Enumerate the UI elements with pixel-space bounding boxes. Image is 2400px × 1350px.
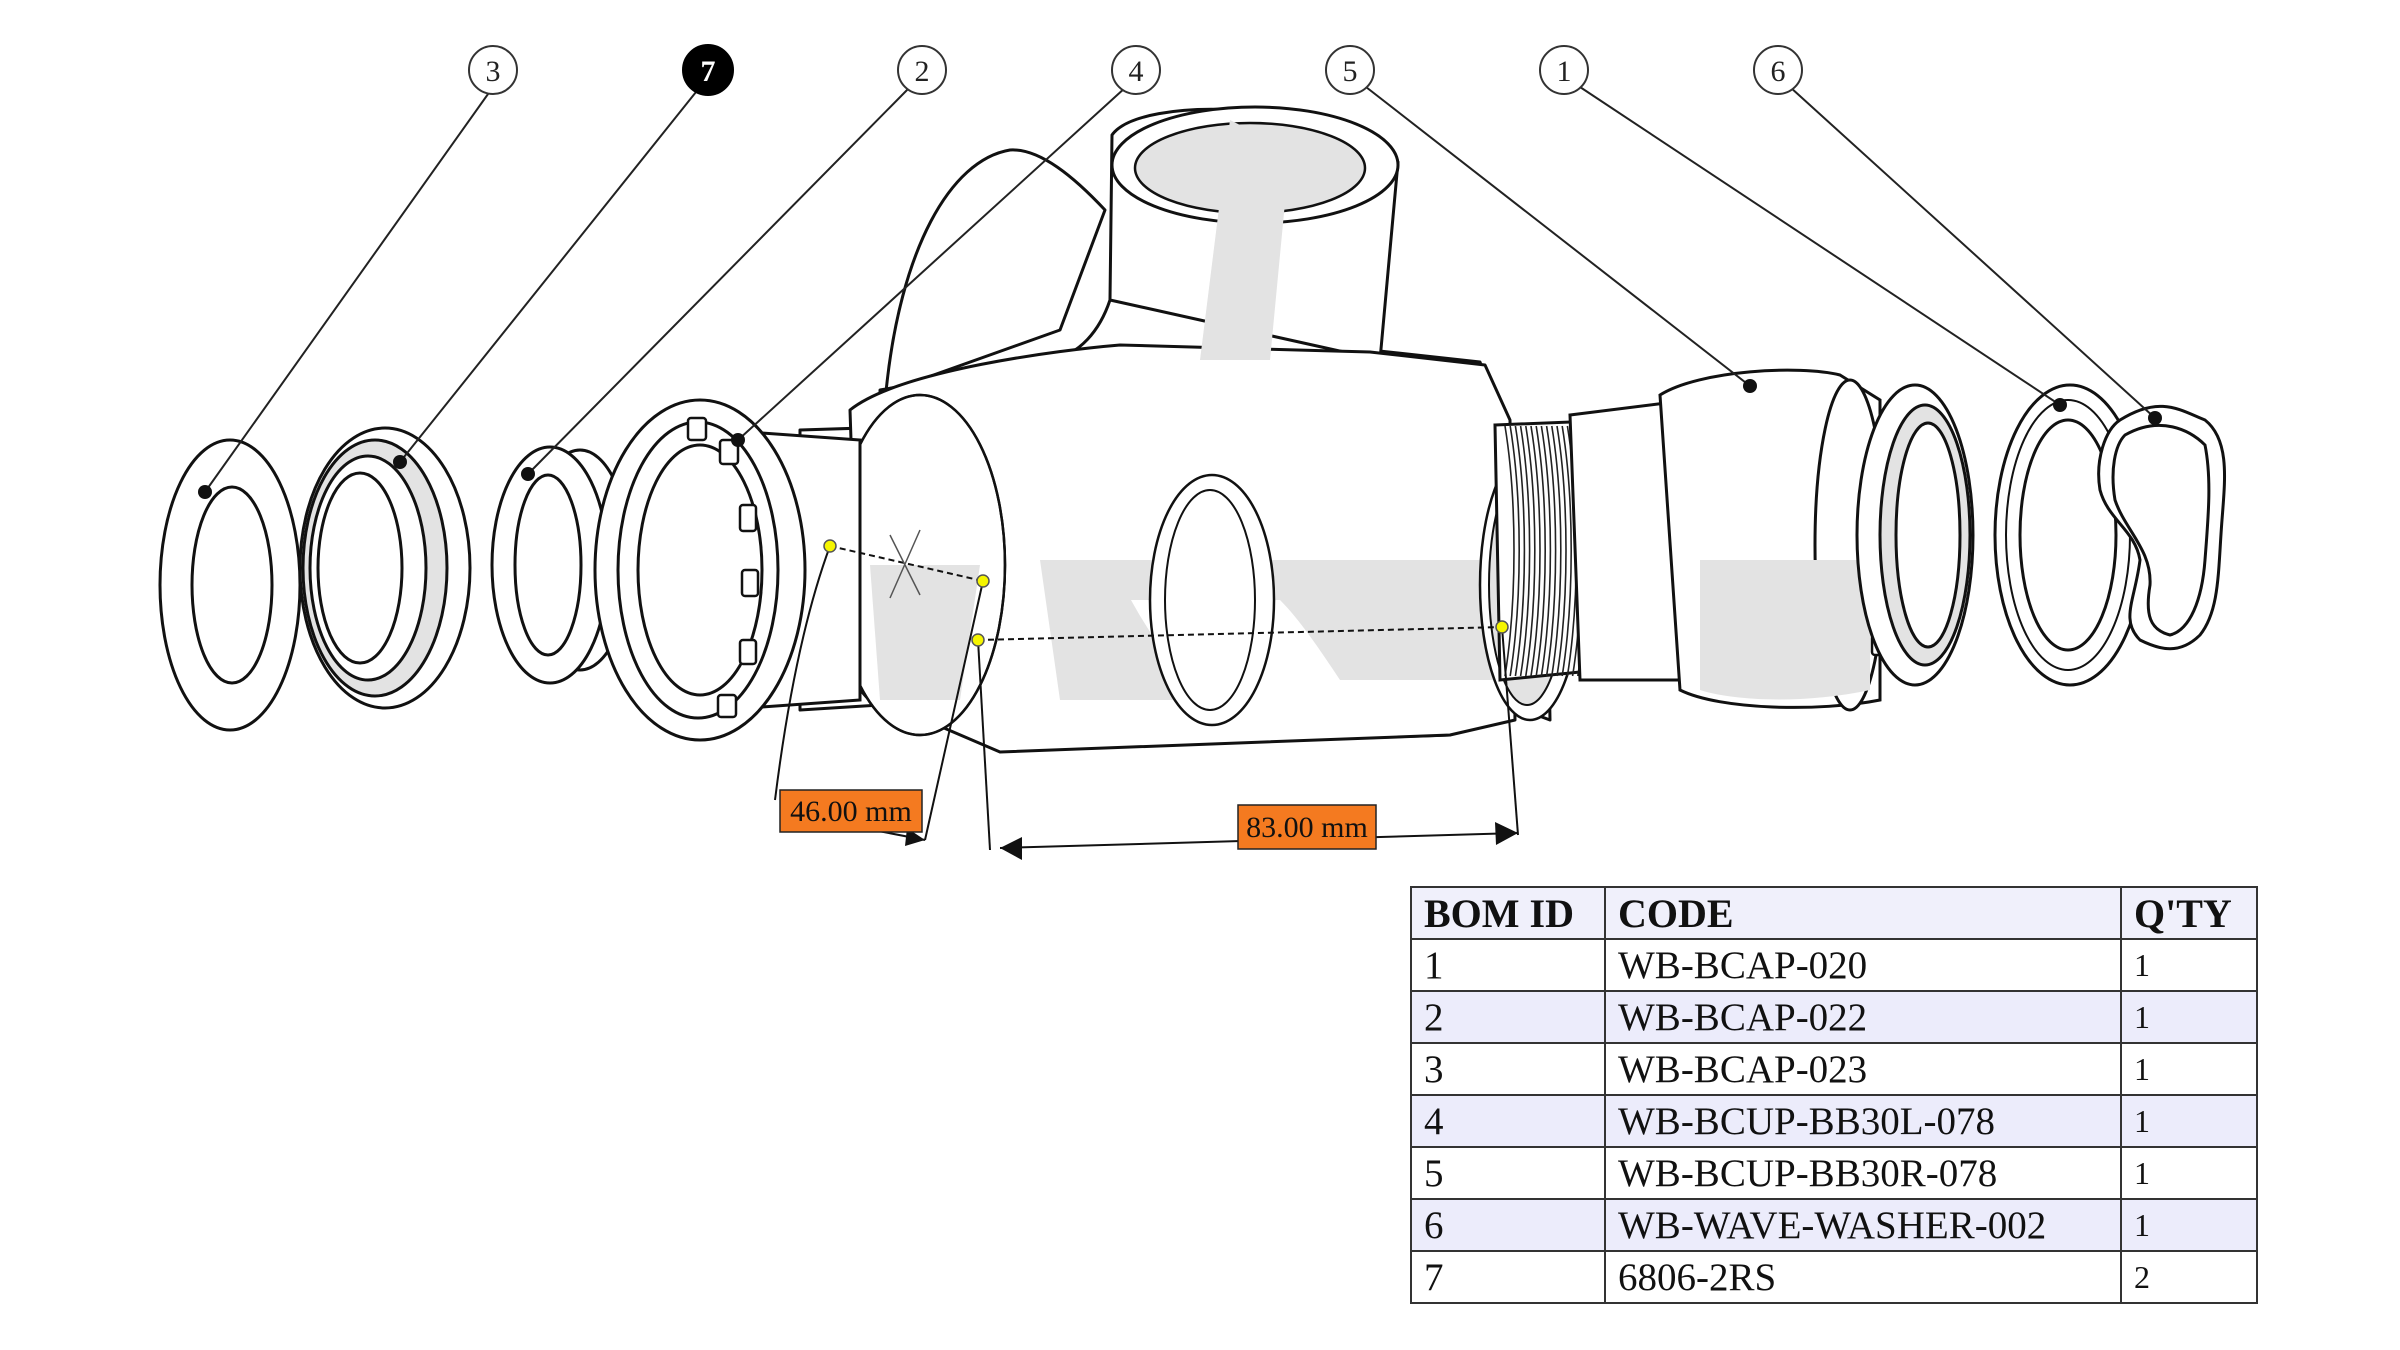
table-row: 2 WB-BCAP-022 1 bbox=[1410, 990, 2258, 1044]
bom-table: BOM ID CODE Q'TY 1 WB-BCAP-020 1 2 WB-BC… bbox=[1410, 886, 2258, 1304]
bom-qty-cell: 1 bbox=[2120, 990, 2258, 1044]
part-6-wave-washer bbox=[2097, 404, 2227, 651]
thread-ridge bbox=[1556, 425, 1567, 677]
callout-7-label: 7 bbox=[701, 55, 716, 88]
part-3-washer bbox=[158, 438, 302, 732]
callout-3-label: 3 bbox=[486, 55, 501, 88]
thread-ridge bbox=[1504, 425, 1515, 677]
thread-ridge bbox=[1519, 425, 1531, 677]
bom-header-qty: Q'TY bbox=[2120, 886, 2258, 940]
bom-code-cell: WB-BCAP-022 bbox=[1604, 990, 2122, 1044]
callout-4[interactable]: 4 bbox=[1111, 45, 1161, 95]
thread-ridge bbox=[1545, 425, 1557, 677]
bom-code-cell: WB-BCAP-023 bbox=[1604, 1042, 2122, 1096]
callout-2-label: 2 bbox=[915, 55, 930, 88]
callout-5[interactable]: 5 bbox=[1325, 45, 1375, 95]
table-row: 3 WB-BCAP-023 1 bbox=[1410, 1042, 2258, 1096]
part-4-left-cup bbox=[593, 398, 862, 742]
callout-1[interactable]: 1 bbox=[1539, 45, 1589, 95]
bom-qty-cell: 1 bbox=[2120, 938, 2258, 992]
thread-ridge bbox=[1509, 425, 1520, 677]
bom-qty-cell: 1 bbox=[2120, 1042, 2258, 1096]
bom-id-cell: 4 bbox=[1410, 1094, 1606, 1148]
callout-7[interactable]: 7 bbox=[682, 44, 734, 96]
bom-id-cell: 2 bbox=[1410, 990, 1606, 1044]
bom-code-cell: 6806-2RS bbox=[1604, 1250, 2122, 1304]
dimension-text-83: 83.00 mm bbox=[1246, 811, 1368, 844]
bom-id-cell: 1 bbox=[1410, 938, 1606, 992]
thread-ridge bbox=[1551, 425, 1562, 677]
callout-4-label: 4 bbox=[1129, 55, 1144, 88]
part-7-bearing-left bbox=[298, 426, 472, 710]
callout-5-label: 5 bbox=[1343, 55, 1358, 88]
callout-6-label: 6 bbox=[1771, 55, 1786, 88]
thread-ridge bbox=[1530, 425, 1541, 677]
dimension-label-46: 46.00 mm bbox=[779, 789, 923, 833]
bom-code-cell: WB-WAVE-WASHER-002 bbox=[1604, 1198, 2122, 1252]
dimension-text-46: 46.00 mm bbox=[790, 795, 912, 828]
leader-lines bbox=[204, 86, 2156, 493]
thread-ridge bbox=[1561, 425, 1572, 677]
table-row: 4 WB-BCUP-BB30L-078 1 bbox=[1410, 1094, 2258, 1148]
bom-id-cell: 7 bbox=[1410, 1250, 1606, 1304]
callout-6[interactable]: 6 bbox=[1753, 45, 1803, 95]
bom-code-cell: WB-BCAP-020 bbox=[1604, 938, 2122, 992]
bom-qty-cell: 1 bbox=[2120, 1198, 2258, 1252]
bom-id-cell: 3 bbox=[1410, 1042, 1606, 1096]
bom-code-cell: WB-BCUP-BB30R-078 bbox=[1604, 1146, 2122, 1200]
bom-code-cell: WB-BCUP-BB30L-078 bbox=[1604, 1094, 2122, 1148]
dimension-label-83: 83.00 mm bbox=[1237, 804, 1377, 850]
bom-qty-cell: 1 bbox=[2120, 1094, 2258, 1148]
table-row: 7 6806-2RS 2 bbox=[1410, 1250, 2258, 1304]
bom-qty-cell: 2 bbox=[2120, 1250, 2258, 1304]
bom-header-row: BOM ID CODE Q'TY bbox=[1410, 886, 2258, 940]
part-5-right-cup bbox=[1568, 368, 1898, 712]
callout-3[interactable]: 3 bbox=[468, 45, 518, 95]
leader-dots bbox=[198, 379, 2162, 499]
bom-id-cell: 6 bbox=[1410, 1198, 1606, 1252]
thread-ridge bbox=[1514, 425, 1526, 677]
callout-2[interactable]: 2 bbox=[897, 45, 947, 95]
table-row: 1 WB-BCAP-020 1 bbox=[1410, 938, 2258, 992]
bom-header-code: CODE bbox=[1604, 886, 2122, 940]
part-7-bearing-right bbox=[1855, 383, 1975, 687]
bom-id-cell: 5 bbox=[1410, 1146, 1606, 1200]
bom-qty-cell: 1 bbox=[2120, 1146, 2258, 1200]
bom-header-id: BOM ID bbox=[1410, 886, 1606, 940]
thread-ridge bbox=[1540, 425, 1552, 677]
callout-1-label: 1 bbox=[1557, 55, 1572, 88]
thread-ridge bbox=[1525, 425, 1536, 677]
bottom-bracket-shell bbox=[798, 105, 1582, 754]
thread-ridge bbox=[1535, 425, 1546, 677]
table-row: 5 WB-BCUP-BB30R-078 1 bbox=[1410, 1146, 2258, 1200]
table-row: 6 WB-WAVE-WASHER-002 1 bbox=[1410, 1198, 2258, 1252]
